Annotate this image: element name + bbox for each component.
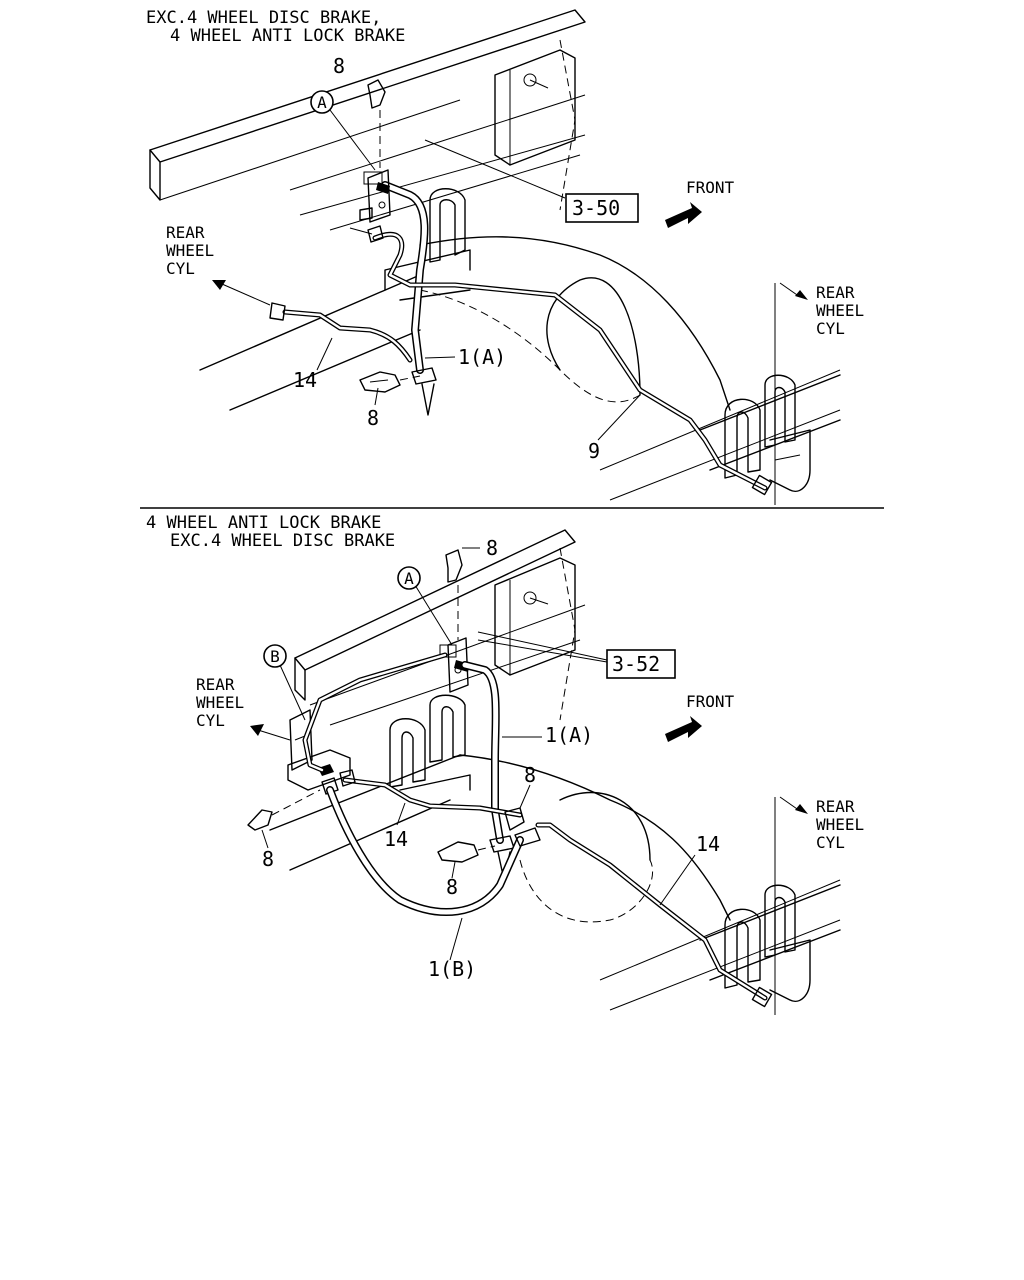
top-leaders — [212, 109, 641, 441]
bottom-front-arrow-icon — [665, 716, 702, 742]
top-part-1a: 1(A) — [458, 345, 506, 369]
top-ref-box-text: 3-50 — [572, 196, 620, 220]
bottom-callout-b: B — [263, 644, 287, 668]
bottom-clip-8-mid — [504, 807, 525, 831]
bottom-callout-a: A — [397, 566, 421, 590]
top-caption-line2: 4 WHEEL ANTI LOCK BRAKE — [170, 26, 405, 46]
top-part-14: 14 — [293, 368, 317, 392]
bottom-clip-8-top — [445, 549, 463, 640]
top-part-9: 9 — [588, 439, 600, 463]
top-caption-line1: EXC.4 WHEEL DISC BRAKE, — [146, 8, 381, 28]
bottom-caption-line2: EXC.4 WHEEL DISC BRAKE — [170, 531, 395, 551]
bottom-rear-right-line1: REAR — [816, 797, 855, 816]
top-rear-left-line3: CYL — [166, 259, 195, 278]
top-part-8-lower: 8 — [367, 406, 379, 430]
top-front-label: FRONT — [686, 178, 735, 197]
top-callout-a-text: A — [317, 93, 327, 112]
bottom-hose-1a — [461, 661, 515, 881]
bottom-part-8-center: 8 — [446, 875, 458, 899]
bottom-u-bolt-left — [389, 694, 471, 791]
top-rear-right-line3: CYL — [816, 319, 845, 338]
bottom-callout-b-text: B — [270, 647, 280, 666]
top-rear-left-line1: REAR — [166, 223, 205, 242]
top-view: EXC.4 WHEEL DISC BRAKE, 4 WHEEL ANTI LOC… — [146, 8, 864, 505]
top-clip-8-upper — [367, 79, 386, 168]
bottom-view: 4 WHEEL ANTI LOCK BRAKE EXC.4 WHEEL DISC… — [146, 513, 864, 1015]
bottom-hose-1b — [326, 786, 541, 916]
bottom-part-8-top: 8 — [486, 536, 498, 560]
bottom-leaders — [250, 547, 696, 961]
top-front-arrow-icon — [665, 202, 702, 228]
top-ref-box: 3-50 — [565, 193, 639, 223]
bottom-callout-a-text: A — [404, 569, 414, 588]
bottom-rear-left-line1: REAR — [196, 675, 235, 694]
bottom-pipe-14 — [339, 769, 773, 1008]
bottom-rear-right-line3: CYL — [816, 833, 845, 852]
bottom-clip-8-center — [437, 841, 496, 863]
bottom-rear-left-line2: WHEEL — [196, 693, 244, 712]
bottom-rear-right-line2: WHEEL — [816, 815, 864, 834]
top-clip-8-lower — [359, 371, 421, 393]
top-bracket-a — [359, 169, 391, 223]
bottom-bracket-b — [287, 709, 351, 795]
bottom-part-8-mid: 8 — [524, 763, 536, 787]
bottom-ref-box-text: 3-52 — [612, 652, 660, 676]
bottom-rear-left-line3: CYL — [196, 711, 225, 730]
top-rear-left-line2: WHEEL — [166, 241, 214, 260]
bottom-caption-line1: 4 WHEEL ANTI LOCK BRAKE — [146, 513, 381, 533]
bottom-part-14-right: 14 — [696, 832, 720, 856]
bottom-axle-housing — [269, 754, 841, 1011]
top-callout-a: A — [310, 90, 334, 114]
bottom-front-label: FRONT — [686, 692, 735, 711]
top-hose-1a — [381, 181, 437, 416]
top-rear-right-line1: REAR — [816, 283, 855, 302]
bottom-part-1a: 1(A) — [545, 723, 593, 747]
bottom-part-1b: 1(B) — [428, 957, 476, 981]
bottom-clip-8-left — [247, 789, 321, 831]
bottom-pipe-upper-loop — [302, 652, 448, 773]
bottom-part-14-left: 14 — [384, 827, 408, 851]
bottom-part-8-left: 8 — [262, 847, 274, 871]
top-part-8-upper: 8 — [333, 54, 345, 78]
bottom-ref-box: 3-52 — [606, 649, 676, 679]
top-rear-right-line2: WHEEL — [816, 301, 864, 320]
top-u-bolt-left — [384, 188, 471, 301]
top-pipe-14 — [269, 225, 773, 496]
